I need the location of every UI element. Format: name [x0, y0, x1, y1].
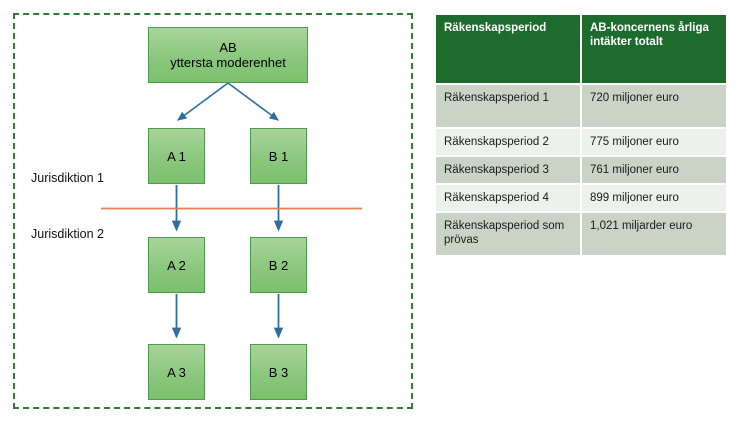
table-row: Räkenskapsperiod 4 899 miljoner euro: [436, 185, 726, 211]
jurisdiction-group-boundary: [13, 13, 413, 409]
revenue-table: Räkenskapsperiod AB-koncernens årliga in…: [434, 13, 728, 257]
entity-node-ab-line2: yttersta moderenhet: [170, 55, 286, 70]
entity-node-b3[interactable]: B 3: [250, 344, 307, 400]
entity-node-b1-label: B 1: [268, 148, 289, 164]
table-header-period: Räkenskapsperiod: [436, 15, 580, 83]
table-cell-amount: 720 miljoner euro: [582, 85, 726, 127]
table-header-amount: AB-koncernens årliga intäkter totalt: [582, 15, 726, 83]
table-row: Räkenskapsperiod 2 775 miljoner euro: [436, 129, 726, 155]
entity-node-a2-label: A 2: [167, 257, 186, 273]
entity-node-b3-label: B 3: [268, 364, 289, 380]
entity-node-ab[interactable]: AB yttersta moderenhet: [148, 27, 308, 83]
jurisdiction-label-2: Jurisdiktion 2: [31, 227, 104, 241]
entity-node-b2[interactable]: B 2: [250, 237, 307, 293]
organisation-chart-panel: AB yttersta moderenhet A 1 B 1 A 2 B 2 A…: [13, 13, 413, 409]
table-cell-period: Räkenskapsperiod 3: [436, 157, 580, 183]
table-cell-period: Räkenskapsperiod som prövas: [436, 213, 580, 255]
table-cell-amount: 1,021 miljarder euro: [582, 213, 726, 255]
entity-node-ab-line1: AB: [219, 40, 237, 55]
entity-node-b1[interactable]: B 1: [250, 128, 307, 184]
table-cell-amount: 899 miljoner euro: [582, 185, 726, 211]
revenue-table-panel: Räkenskapsperiod AB-koncernens årliga in…: [434, 13, 726, 257]
table-row: Räkenskapsperiod 3 761 miljoner euro: [436, 157, 726, 183]
entity-node-a1[interactable]: A 1: [148, 128, 205, 184]
entity-node-a3[interactable]: A 3: [148, 344, 205, 400]
table-row: Räkenskapsperiod som prövas 1,021 miljar…: [436, 213, 726, 255]
table-header-row: Räkenskapsperiod AB-koncernens årliga in…: [436, 15, 726, 83]
table-cell-amount: 775 miljoner euro: [582, 129, 726, 155]
table-row: Räkenskapsperiod 1 720 miljoner euro: [436, 85, 726, 127]
table-cell-amount: 761 miljoner euro: [582, 157, 726, 183]
entity-node-a3-label: A 3: [167, 364, 186, 380]
entity-node-b2-label: B 2: [268, 257, 289, 273]
entity-node-a1-label: A 1: [167, 148, 186, 164]
table-cell-period: Räkenskapsperiod 1: [436, 85, 580, 127]
entity-node-a2[interactable]: A 2: [148, 237, 205, 293]
table-cell-period: Räkenskapsperiod 4: [436, 185, 580, 211]
jurisdiction-label-1: Jurisdiktion 1: [31, 171, 104, 185]
table-cell-period: Räkenskapsperiod 2: [436, 129, 580, 155]
